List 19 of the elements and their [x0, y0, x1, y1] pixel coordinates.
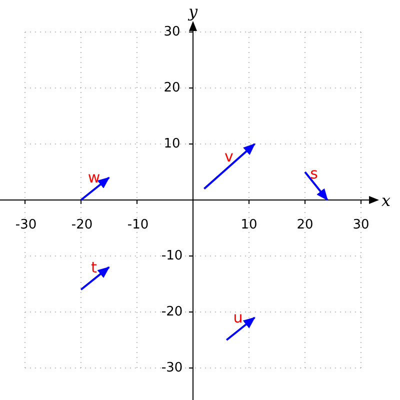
vector-label: t	[91, 260, 97, 276]
vector-label: v	[224, 150, 234, 164]
axis-label: x	[381, 192, 391, 210]
tick-label: -30	[161, 360, 183, 376]
vector-label: s	[310, 166, 318, 182]
vector-label: w	[88, 170, 100, 186]
tick-label: -20	[161, 304, 183, 320]
vector-label: u	[233, 310, 243, 326]
axis-label: y	[188, 3, 198, 21]
tick-label: 30	[164, 24, 180, 40]
tick-label: -10	[127, 218, 149, 232]
tick-label: 20	[164, 80, 180, 96]
tick-label: 20	[296, 218, 314, 232]
tick-label: 10	[240, 218, 258, 232]
tick-label: -10	[161, 248, 183, 264]
tick-label: -20	[71, 218, 93, 232]
tick-label: -30	[15, 218, 37, 232]
tick-label: 30	[352, 218, 370, 232]
tick-label: 10	[164, 136, 180, 152]
